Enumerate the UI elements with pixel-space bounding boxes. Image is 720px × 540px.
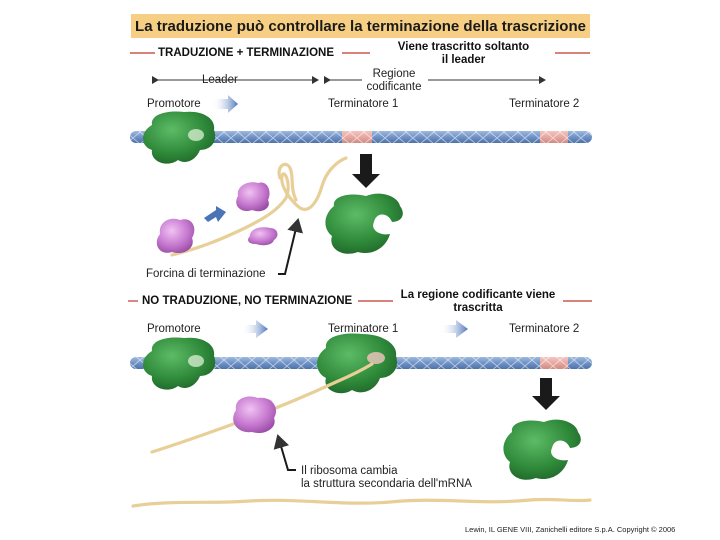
coding-region-line2: codificante — [366, 81, 422, 93]
top-panel-note: Viene trascritto soltanto il leader — [376, 41, 551, 67]
coding-region-label: Regione codificante — [358, 68, 430, 94]
coding-region-line1: Regione — [372, 68, 416, 80]
top-panel-heading: TRADUZIONE + TERMINAZIONE — [158, 47, 335, 59]
hairpin-label: Forcina di terminazione — [146, 268, 266, 280]
transcribing-site-highlight — [367, 352, 385, 364]
transcription-direction-arrow-bottom — [440, 320, 468, 338]
terminator2-label-bottom: Terminatore 2 — [509, 323, 580, 335]
terminator2-label-top: Terminatore 2 — [509, 98, 580, 110]
rna-polymerase-at-terminator1 — [317, 333, 398, 394]
diagram-title-bar: La traduzione può controllare la termina… — [131, 14, 590, 38]
mrna-with-hairpin — [170, 156, 348, 257]
dna-helix-pattern-top — [130, 131, 592, 143]
termination-hairpin — [277, 162, 298, 202]
top-panel-note-line1: Viene trascritto soltanto — [397, 41, 530, 53]
ribosome-movement-arrow — [204, 206, 226, 222]
ribosome-large-top — [236, 182, 270, 212]
mrna-bottom — [150, 362, 374, 454]
bottom-panel-note: La regione codificante viene trascritta — [394, 289, 562, 315]
diagram-title: La traduzione può controllare la termina… — [135, 17, 586, 35]
down-arrow-bottom — [532, 378, 560, 410]
polymerase-highlight-bottom — [188, 355, 204, 367]
promoter-label-bottom: Promotore — [147, 323, 201, 335]
top-panel-note-line2: il leader — [441, 54, 486, 66]
released-rna-polymerase-bottom — [503, 419, 581, 480]
rna-polymerase-bottom-promoter — [143, 337, 216, 390]
ribosome-small-subunit-top — [248, 227, 278, 246]
polymerase-highlight — [188, 129, 204, 141]
promoter-direction-arrow-bottom — [242, 320, 268, 338]
ribosome-note-line1: Il ribosoma cambia — [301, 465, 398, 477]
released-rna-polymerase-top — [325, 193, 403, 254]
full-length-transcript — [131, 497, 592, 508]
rna-polymerase-top-promoter — [143, 111, 216, 164]
bottom-panel-note-line2: trascritta — [453, 302, 503, 314]
bottom-panel-note-line1: La regione codificante viene — [400, 289, 556, 301]
bottom-panel-heading: NO TRADUZIONE, NO TERMINAZIONE — [142, 295, 353, 307]
terminator1-label-bottom: Terminatore 1 — [328, 323, 399, 335]
leader-label: Leader — [202, 74, 238, 86]
terminator1-label-top: Terminatore 1 — [328, 98, 399, 110]
ribosome-pointer — [273, 434, 296, 471]
copyright-credit: Lewin, IL GENE VIII, Zanichelli editore … — [465, 525, 676, 534]
ribosome-note-line2: la struttura secondaria dell'mRNA — [301, 478, 472, 490]
ribosome-note: Il ribosoma cambia la struttura secondar… — [301, 465, 472, 491]
promoter-direction-arrow — [212, 95, 238, 113]
hairpin-pointer — [278, 218, 303, 275]
down-arrow-top — [352, 154, 380, 188]
promoter-label-top: Promotore — [147, 98, 201, 110]
ribosome-translating-top — [156, 218, 195, 254]
ribosome-bottom — [233, 396, 277, 434]
